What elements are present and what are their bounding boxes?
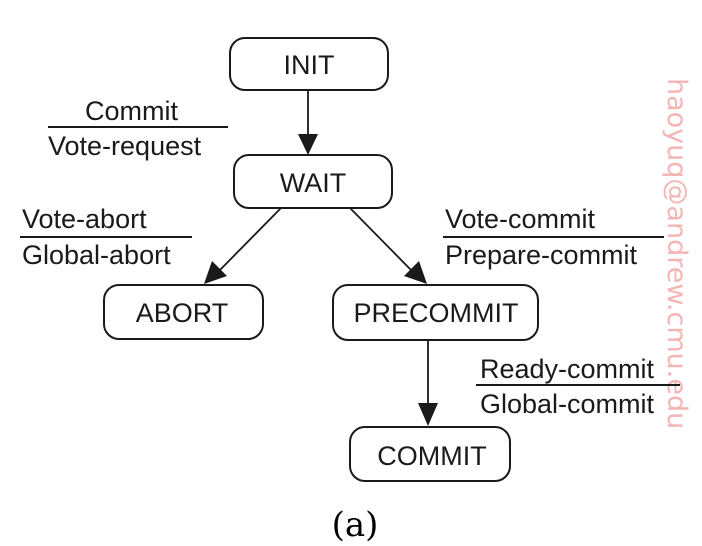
node-precommit-label: PRECOMMIT [354, 298, 519, 328]
transition-event: Vote-abort [22, 204, 147, 234]
transition-label-wait-to-abort: Vote-abort Global-abort [20, 204, 192, 270]
transition-action: Global-commit [480, 389, 655, 419]
transition-label-wait-to-precommit: Vote-commit Prepare-commit [443, 204, 664, 270]
arrowhead-icon [204, 261, 227, 284]
edge-init-to-wait [298, 90, 318, 155]
node-wait-label: WAIT [280, 168, 347, 198]
figure-caption: (a) [332, 505, 379, 545]
transition-action: Global-abort [22, 240, 171, 270]
transition-action: Vote-request [48, 131, 202, 161]
transition-label-precommit-to-commit: Ready-commit Global-commit [476, 354, 680, 419]
watermark-text: haoyuq@andrew.cmu.edu [661, 78, 692, 429]
transition-label-init-to-wait: Commit Vote-request [48, 96, 228, 161]
transition-event: Vote-commit [445, 204, 596, 234]
node-abort: ABORT [103, 284, 264, 340]
node-init: INIT [229, 37, 389, 91]
node-abort-label: ABORT [136, 298, 229, 328]
node-init-label: INIT [284, 50, 335, 80]
node-commit: COMMIT [349, 426, 511, 482]
transition-event: Commit [85, 96, 178, 126]
arrowhead-icon [298, 134, 318, 155]
transition-event: Ready-commit [480, 354, 655, 384]
transition-action: Prepare-commit [445, 240, 638, 270]
arrowhead-icon [404, 261, 427, 284]
node-wait: WAIT [233, 154, 393, 209]
node-commit-label: COMMIT [377, 441, 486, 471]
edge-wait-to-precommit [349, 207, 427, 284]
node-precommit: PRECOMMIT [332, 284, 539, 341]
arrowhead-icon [418, 403, 438, 426]
edge-precommit-to-commit [418, 340, 438, 426]
edge-wait-to-abort [204, 207, 282, 284]
